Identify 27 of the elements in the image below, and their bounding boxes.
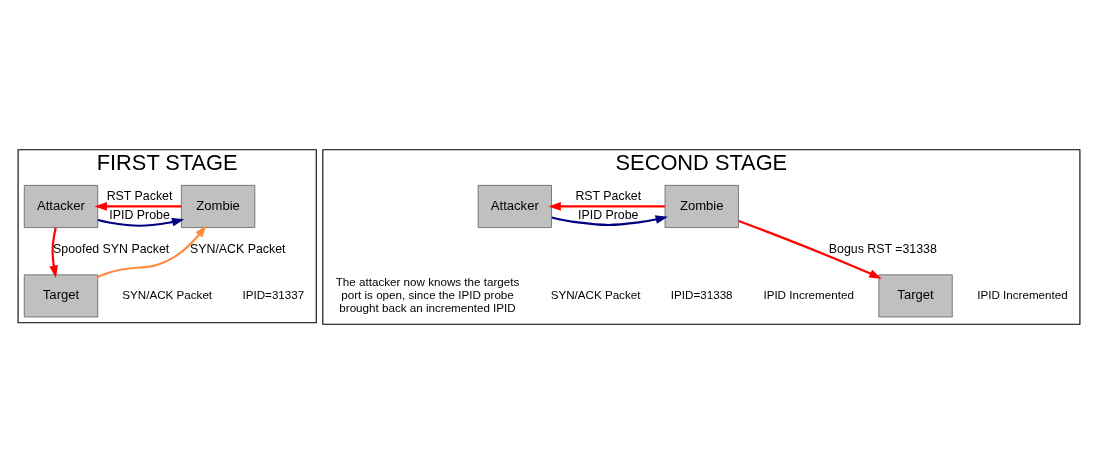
- label: SYN/ACK Packet: [550, 287, 641, 301]
- node-box: Attacker: [23, 184, 99, 228]
- label: SYN/ACK Packet: [122, 287, 213, 301]
- node-box: Attacker: [477, 184, 552, 228]
- arrow: [97, 217, 185, 227]
- edge-label: Spoofed SYN Packet: [53, 241, 170, 256]
- node-box: Target: [23, 273, 99, 317]
- edge-label: IPID Probe: [109, 207, 170, 222]
- arrow: [49, 226, 58, 278]
- node-box: Target: [878, 273, 953, 317]
- arrow: [548, 201, 665, 211]
- edge-label: RST Packet: [575, 188, 642, 203]
- node-box: Zombie: [181, 184, 256, 228]
- arrow: [738, 219, 882, 279]
- label: IPID Incremented: [763, 287, 854, 301]
- edge-label: Bogus RST =31338: [828, 241, 937, 256]
- arrow: [94, 201, 182, 211]
- node-box: Zombie: [664, 184, 739, 228]
- edge-label: RST Packet: [106, 188, 173, 203]
- label: The attacker now knows the targets port is open, since the IPID probe brought back an incremented IPID: [335, 274, 520, 314]
- edge-label: SYN/ACK Packet: [189, 241, 286, 256]
- edge-label: IPID Probe: [578, 207, 639, 222]
- arrow: [97, 224, 207, 278]
- label: IPID=31338: [670, 287, 733, 301]
- arrow: [551, 214, 668, 226]
- label: IPID Incremented: [977, 287, 1068, 301]
- label: IPID=31337: [242, 287, 305, 301]
